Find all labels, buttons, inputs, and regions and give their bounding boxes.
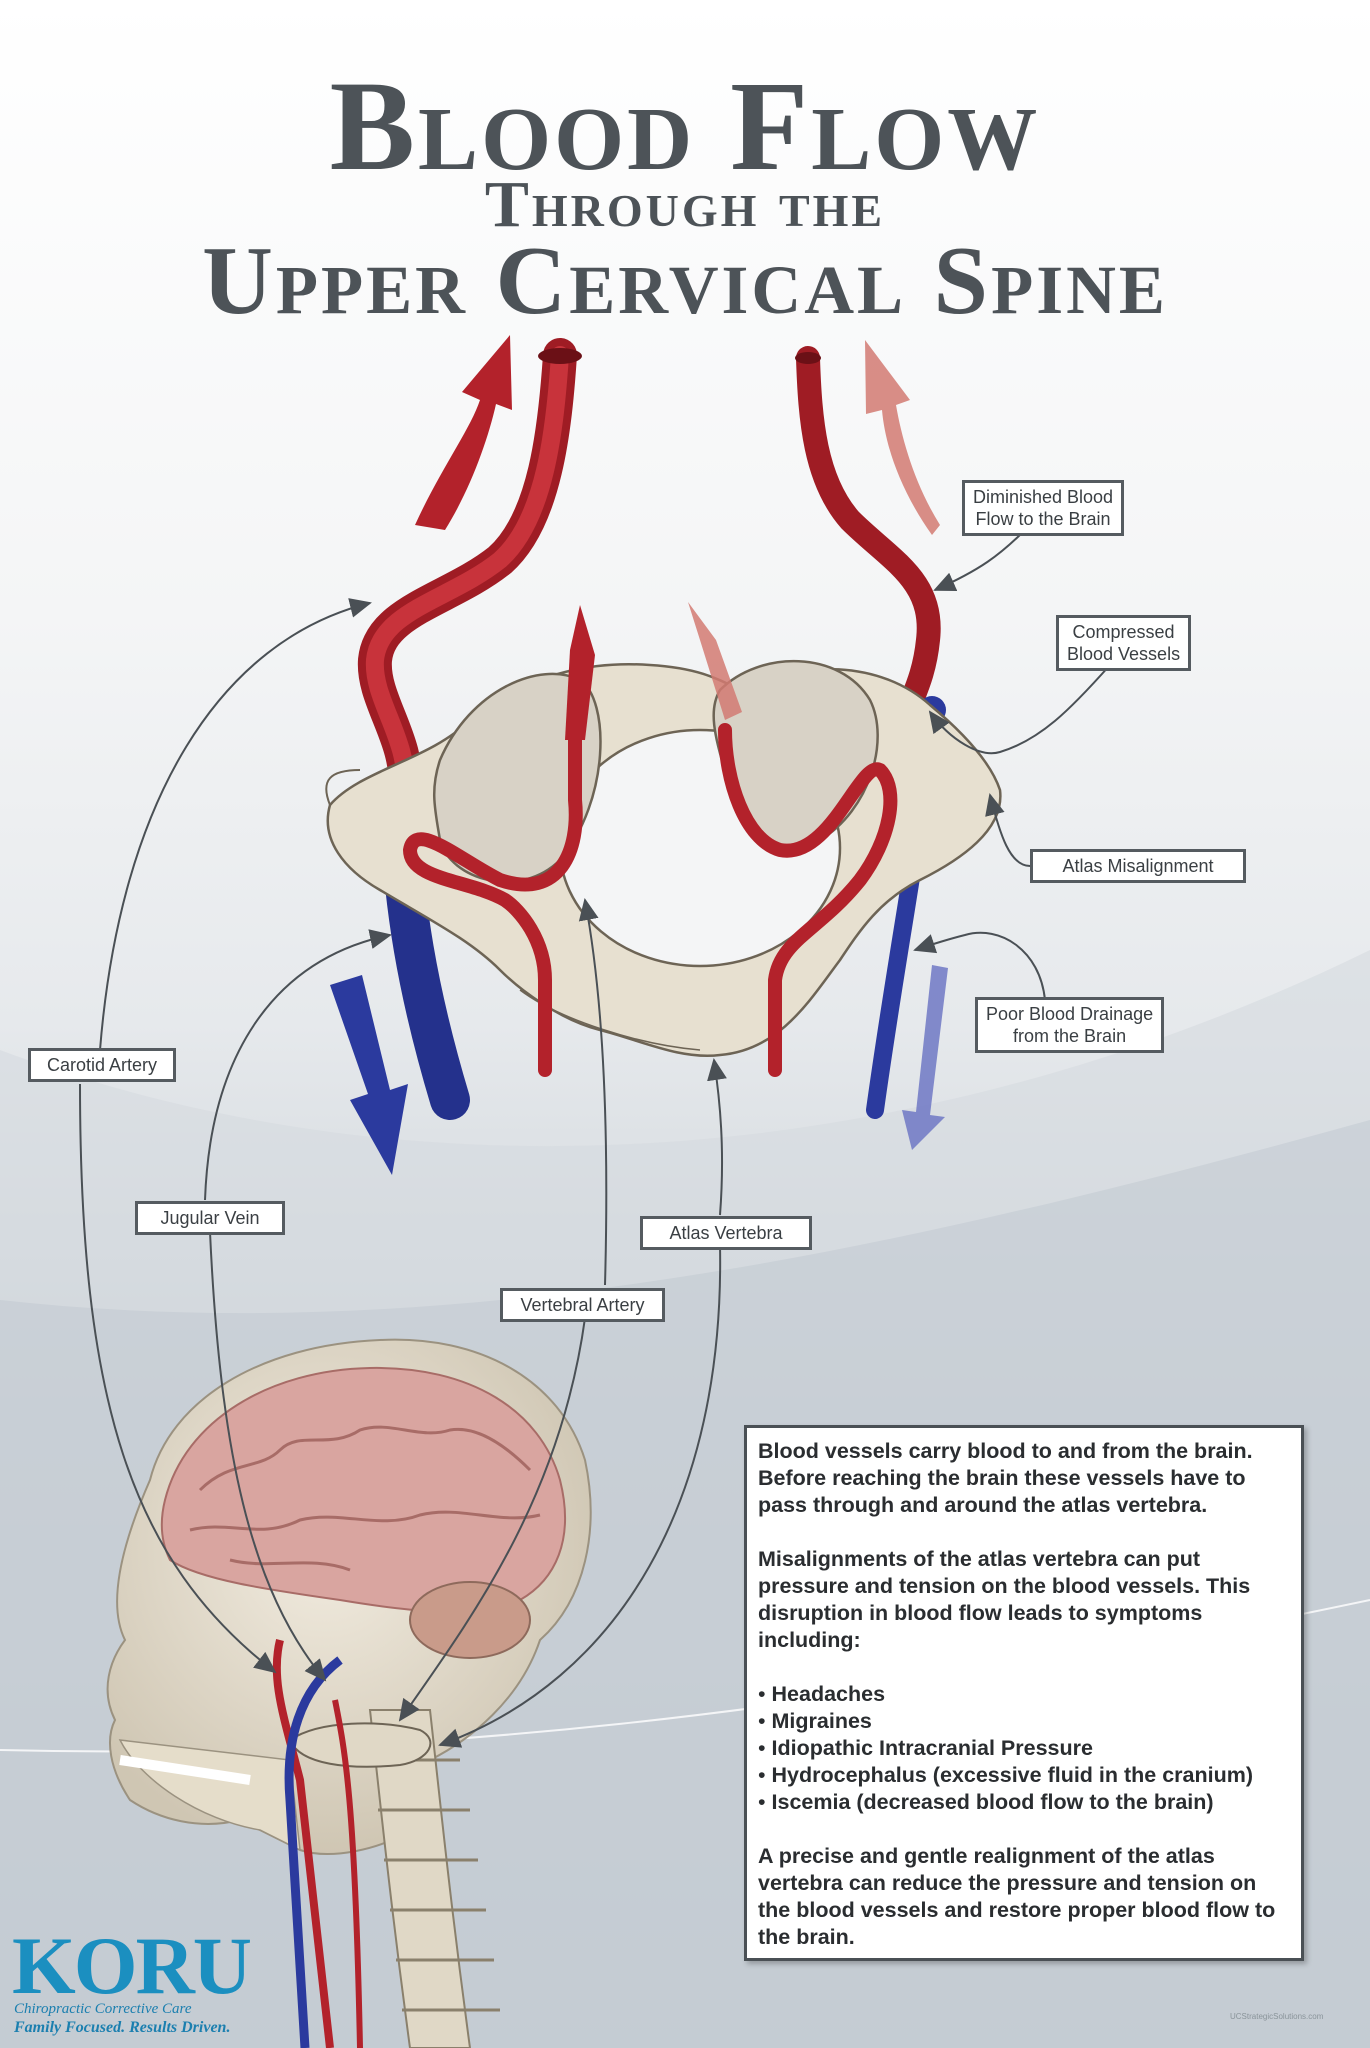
leader-atlas-misalignment [985,793,1031,867]
leader-carotid [99,598,372,1051]
label-poor-blood-drainage: Poor Blood Drainage from the Brain [975,997,1165,1053]
symptom-item: Idiopathic Intracranial Pressure [758,1735,1290,1762]
flow-arrow-up-left [415,335,512,530]
leader-jugular [204,929,392,1201]
leader-diminished [933,529,1026,592]
vertebral-artery-left [402,703,583,1077]
vessel-opening [538,348,582,364]
symptom-item: Hydrocephalus (excessive fluid in the cr… [758,1762,1290,1789]
leader-vertebral-lower [398,1317,586,1722]
credit-text: UCStrategicSolutions.com [1230,2012,1324,2021]
small-atlas [288,1722,432,1768]
info-paragraph-1: Blood vessels carry blood to and from th… [758,1439,1253,1517]
leader-jugular-lower [209,1231,327,1682]
skull-illustration [106,1338,592,1855]
vessel-opening [795,352,821,364]
cervical-spine [368,1709,472,2048]
small-vertebral [332,1699,363,2048]
label-line: Flow to the Brain [975,509,1111,529]
label-line: from the Brain [1013,1026,1127,1046]
leader-compressed [928,664,1111,755]
vertebral-artery-right [718,723,898,1077]
leader-carotid-lower [79,1083,277,1674]
symptom-item: Headaches [758,1681,1290,1708]
logo-wordmark: KORU [12,1920,252,2011]
label-line: Compressed [1072,622,1175,642]
label-jugular-vein: Jugular Vein [135,1201,285,1235]
label-carotid-artery: Carotid Artery [28,1048,176,1082]
small-carotid [272,1639,334,2048]
label-vertebral-artery: Vertebral Artery [500,1288,665,1322]
label-line: Poor Blood Drainage [986,1004,1154,1024]
info-box: Blood vessels carry blood to and from th… [744,1425,1304,1961]
symptom-item: Migraines [758,1708,1290,1735]
logo-tagline-1: Chiropractic Corrective Care [14,2001,192,2017]
flow-arrow-down-left [330,975,408,1175]
symptom-list: Headaches Migraines Idiopathic Intracran… [758,1681,1290,1816]
label-compressed-blood-vessels: Compressed Blood Vessels [1056,615,1192,671]
leader-vertebral [578,898,608,1286]
koru-logo: KORU Chiropractic Corrective Care Family… [12,1920,272,2037]
teeth [119,1755,251,1785]
atlas-vertebra [325,660,1002,1057]
flow-arrow-up-right-faded [865,340,940,535]
label-atlas-misalignment: Atlas Misalignment [1030,849,1246,883]
logo-tagline-2: Family Focused. Results Driven. [14,2019,231,2036]
leader-poor-drainage [913,931,1046,1001]
flow-arrow-down-right-faded [902,965,948,1150]
carotid-artery-right [796,346,941,732]
leader-atlas-vertebra-lower [438,1244,722,1748]
flow-arrow-small-right [688,602,742,720]
title-line-3: Upper Cervical Spine [202,227,1168,335]
title-line-1: Blood Flow [329,55,1041,197]
label-atlas-vertebra: Atlas Vertebra [640,1216,812,1250]
leader-atlas-vertebra [707,1058,727,1216]
label-line: Blood Vessels [1067,644,1181,664]
info-paragraph-2: Misalignments of the atlas vertebra can … [758,1547,1251,1652]
label-line: Diminished Blood [973,487,1114,507]
info-paragraph-3: A precise and gentle realignment of the … [758,1844,1276,1949]
label-diminished-blood-flow: Diminished Blood Flow to the Brain [962,480,1125,536]
title-line-2: Through the [484,168,886,241]
flow-arrow-small-left [565,605,595,740]
symptom-item: Iscemia (decreased blood flow to the bra… [758,1789,1290,1816]
cerebellum [409,1581,531,1659]
